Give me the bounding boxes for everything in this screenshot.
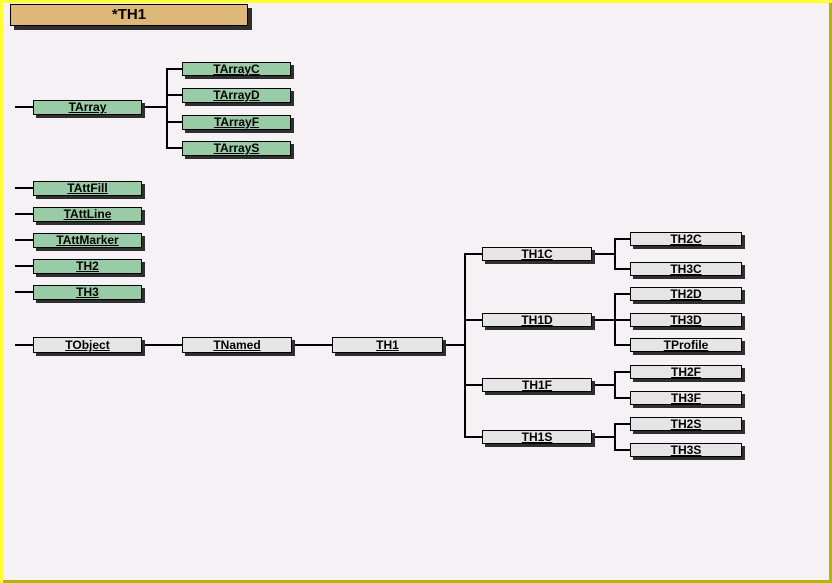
connector-line <box>615 423 630 425</box>
class-box-tarrayf[interactable]: TArrayF <box>182 115 291 130</box>
connector-line <box>167 121 182 123</box>
class-label: TH3C <box>670 262 702 276</box>
class-box-tnamed[interactable]: TNamed <box>182 337 292 353</box>
connector-line <box>465 319 482 321</box>
class-label: TH2 <box>76 259 99 273</box>
canvas-border-right <box>829 0 832 583</box>
class-box-tarrayc[interactable]: TArrayC <box>182 62 291 76</box>
class-label: TAttLine <box>63 207 112 221</box>
connector-line <box>15 106 33 108</box>
canvas-border-left <box>0 0 3 583</box>
class-box-th3f[interactable]: TH3F <box>630 391 742 405</box>
class-box-th3[interactable]: TH3 <box>33 285 142 300</box>
class-box-th3s[interactable]: TH3S <box>630 443 742 457</box>
class-box-th1c[interactable]: TH1C <box>482 247 592 261</box>
connector-line <box>15 291 33 293</box>
connector-line <box>614 238 616 270</box>
connector-line <box>15 187 33 189</box>
class-box-tprofile[interactable]: TProfile <box>630 338 742 352</box>
class-label: TH3S <box>670 443 702 457</box>
connector-line <box>465 436 482 438</box>
connector-line <box>615 238 630 240</box>
class-label: TH2C <box>670 232 702 246</box>
class-label: TAttMarker <box>56 233 119 247</box>
class-label: TH2D <box>670 287 702 301</box>
class-label: TH1 <box>376 338 399 352</box>
class-label: TAttFill <box>67 181 108 195</box>
class-box-th3d[interactable]: TH3D <box>630 313 742 327</box>
class-label: TArrayF <box>213 115 260 129</box>
class-label: TArray <box>68 100 107 114</box>
connector-line <box>615 319 630 321</box>
class-box-tarray[interactable]: TArray <box>33 100 142 115</box>
connector-line <box>295 344 332 346</box>
class-label: TH1F <box>522 378 552 392</box>
class-label: TObject <box>65 338 110 352</box>
canvas-border-top <box>0 0 832 3</box>
class-box-th2f[interactable]: TH2F <box>630 365 742 379</box>
class-label: TH3D <box>670 313 702 327</box>
connector-line <box>166 68 168 149</box>
class-label: TArrayS <box>213 141 260 155</box>
class-box-tattfill[interactable]: TAttFill <box>33 181 142 196</box>
connector-line <box>615 397 630 399</box>
canvas-border-bottom <box>0 580 832 583</box>
connector-line <box>615 293 630 295</box>
connector-line <box>595 253 615 255</box>
class-label: TNamed <box>213 338 261 352</box>
class-label: TH1S <box>521 430 553 444</box>
class-label: TArrayD <box>213 88 260 102</box>
connector-line <box>615 268 630 270</box>
class-label: TProfile <box>663 338 709 352</box>
diagram-title: *TH1 <box>111 6 147 23</box>
diagram-title-box: *TH1 <box>10 4 248 26</box>
connector-line <box>15 344 33 346</box>
connector-line <box>167 94 182 96</box>
class-label: TH1C <box>521 247 553 261</box>
connector-line <box>595 384 615 386</box>
connector-line <box>167 68 182 70</box>
connector-line <box>614 423 616 451</box>
class-label: TH3F <box>671 391 701 405</box>
class-box-th2[interactable]: TH2 <box>33 259 142 274</box>
connector-line <box>145 106 167 108</box>
connector-line <box>464 253 466 438</box>
connector-line <box>15 265 33 267</box>
connector-line <box>15 239 33 241</box>
connector-line <box>615 449 630 451</box>
connector-line <box>615 371 630 373</box>
class-box-th2c[interactable]: TH2C <box>630 232 742 246</box>
class-box-tarrays[interactable]: TArrayS <box>182 141 291 156</box>
connector-line <box>465 253 482 255</box>
class-label: TH2F <box>671 365 701 379</box>
class-box-tattline[interactable]: TAttLine <box>33 207 142 222</box>
class-box-th1s[interactable]: TH1S <box>482 430 592 444</box>
class-label: TArrayC <box>213 62 260 76</box>
class-label: TH1D <box>521 313 553 327</box>
class-box-tarrayd[interactable]: TArrayD <box>182 88 291 103</box>
class-box-th2d[interactable]: TH2D <box>630 287 742 301</box>
connector-line <box>465 384 482 386</box>
class-label: TH2S <box>670 417 702 431</box>
class-box-tobject[interactable]: TObject <box>33 337 142 353</box>
class-label: TH3 <box>76 285 99 299</box>
class-box-th1d[interactable]: TH1D <box>482 313 592 327</box>
connector-line <box>15 213 33 215</box>
class-box-th2s[interactable]: TH2S <box>630 417 742 431</box>
connector-line <box>614 371 616 399</box>
connector-line <box>615 344 630 346</box>
connector-line <box>595 436 615 438</box>
connector-line <box>446 344 465 346</box>
class-box-th3c[interactable]: TH3C <box>630 262 742 276</box>
connector-line <box>145 344 182 346</box>
class-box-th1[interactable]: TH1 <box>332 337 443 353</box>
class-box-tattmarker[interactable]: TAttMarker <box>33 233 142 248</box>
class-box-th1f[interactable]: TH1F <box>482 378 592 392</box>
connector-line <box>595 319 615 321</box>
connector-line <box>167 147 182 149</box>
